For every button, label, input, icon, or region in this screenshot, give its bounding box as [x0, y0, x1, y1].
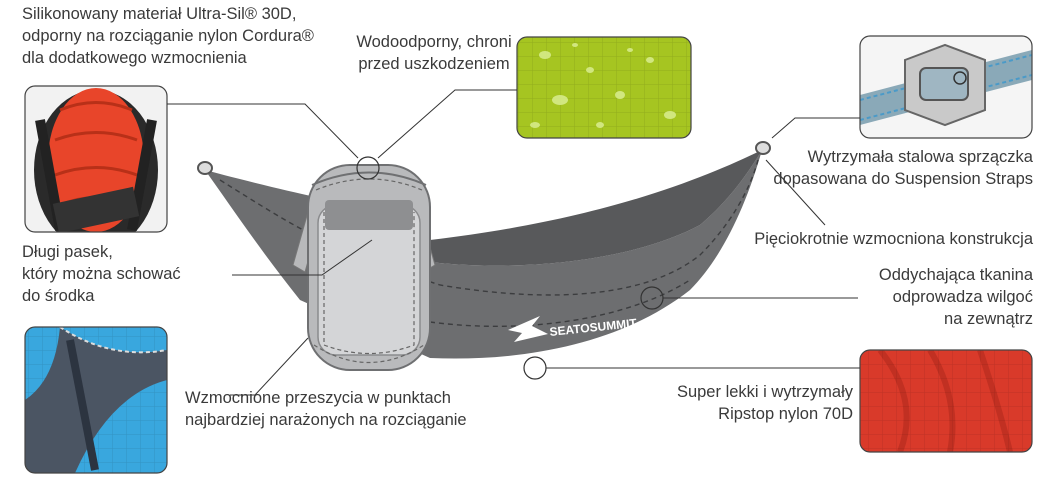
- callout-strap-line: który można schować: [22, 265, 181, 283]
- sack-top-pocket: [325, 200, 413, 230]
- callout-material: Silikonowany materiał Ultra-Sil® 30D, od…: [22, 3, 314, 69]
- hammock-stitch-line: [219, 159, 759, 296]
- photo-orange-frame: [24, 85, 168, 233]
- highlight-breathable: [640, 286, 664, 310]
- photo-steel-buckle: [860, 36, 1032, 138]
- callout-buckle-line: dopasowana do Suspension Straps: [773, 170, 1033, 188]
- sack-top-rim: [311, 171, 427, 186]
- callout-construction-line: Pięciokrotnie wzmocniona konstrukcja: [754, 230, 1033, 248]
- photo-orange-stuff-sack: [25, 86, 167, 232]
- callout-breathable-line: na zewnątrz: [944, 310, 1033, 328]
- callout-strap-line: Długi pasek,: [22, 243, 113, 261]
- callout-seams-line: najbardziej narażonych na rozciąganie: [185, 411, 467, 429]
- left-end-ring: [197, 161, 213, 175]
- callout-material-line: odporny na rozciąganie nylon Cordura®: [22, 27, 314, 45]
- hammock-stitch-line-lower: [429, 279, 691, 328]
- leader-construction: [765, 159, 826, 226]
- callout-breathable: Oddychająca tkanina odprowadza wilgoć na…: [879, 264, 1033, 330]
- leader-seams: [230, 337, 309, 396]
- hammock: SEATOSUMMIT: [197, 141, 771, 359]
- callout-construction: Pięciokrotnie wzmocniona konstrukcja: [754, 228, 1033, 250]
- sack-bottom-stitching: [313, 344, 425, 364]
- highlight-ripstop: [523, 356, 547, 380]
- callout-seams-line: Wzmocnione przeszycia w punktach: [185, 389, 451, 407]
- callout-ripstop: Super lekki i wytrzymały Ripstop nylon 7…: [620, 381, 853, 425]
- callout-waterproof-line: Wodoodporny, chroni: [356, 33, 512, 51]
- callout-waterproof: Wodoodporny, chroni przed uszkodzeniem: [352, 31, 516, 75]
- right-end-ring: [755, 141, 771, 155]
- leader-waterproof: [377, 89, 517, 159]
- leader-lines: [167, 89, 860, 396]
- leader-strap: [232, 239, 373, 276]
- photo-red-ripstop: [860, 350, 1032, 452]
- callout-strap-line: do środka: [22, 287, 95, 305]
- callout-breathable-line: Oddychająca tkanina: [878, 266, 1033, 284]
- callout-waterproof-line: przed uszkodzeniem: [358, 55, 510, 73]
- photo-green-frame: [516, 36, 692, 139]
- callout-breathable-line: odprowadza wilgoć: [892, 288, 1033, 306]
- callout-buckle: Wytrzymała stalowa sprzączka dopasowana …: [773, 146, 1033, 190]
- callout-strap: Długi pasek, który można schować do środ…: [22, 241, 181, 307]
- callout-material-line: dla dodatkowego wzmocnienia: [22, 49, 247, 67]
- hammock-back-panel: [430, 150, 762, 266]
- photo-blue-seams: [25, 327, 167, 473]
- highlight-top-rim: [356, 156, 380, 180]
- photo-blue-frame: [24, 326, 168, 474]
- photo-red-frame: [859, 349, 1033, 453]
- callout-buckle-line: Wytrzymała stalowa sprzączka: [807, 148, 1033, 166]
- callout-seams: Wzmocnione przeszycia w punktach najbard…: [185, 387, 467, 431]
- leader-material: [167, 103, 359, 159]
- callout-material-line: Silikonowany materiał Ultra-Sil® 30D,: [22, 5, 297, 23]
- photo-buckle-frame: [859, 35, 1033, 139]
- photo-green-fabric: [517, 37, 691, 138]
- sack-stitching: [323, 212, 415, 355]
- leader-buckle: [771, 117, 860, 139]
- brand-logo-icon: [508, 316, 548, 342]
- callout-ripstop-line: Super lekki i wytrzymały: [676, 383, 853, 401]
- callout-ripstop-line: Ripstop nylon 70D: [718, 405, 853, 423]
- stuff-sack: [292, 164, 436, 371]
- highlight-circles: [356, 156, 664, 380]
